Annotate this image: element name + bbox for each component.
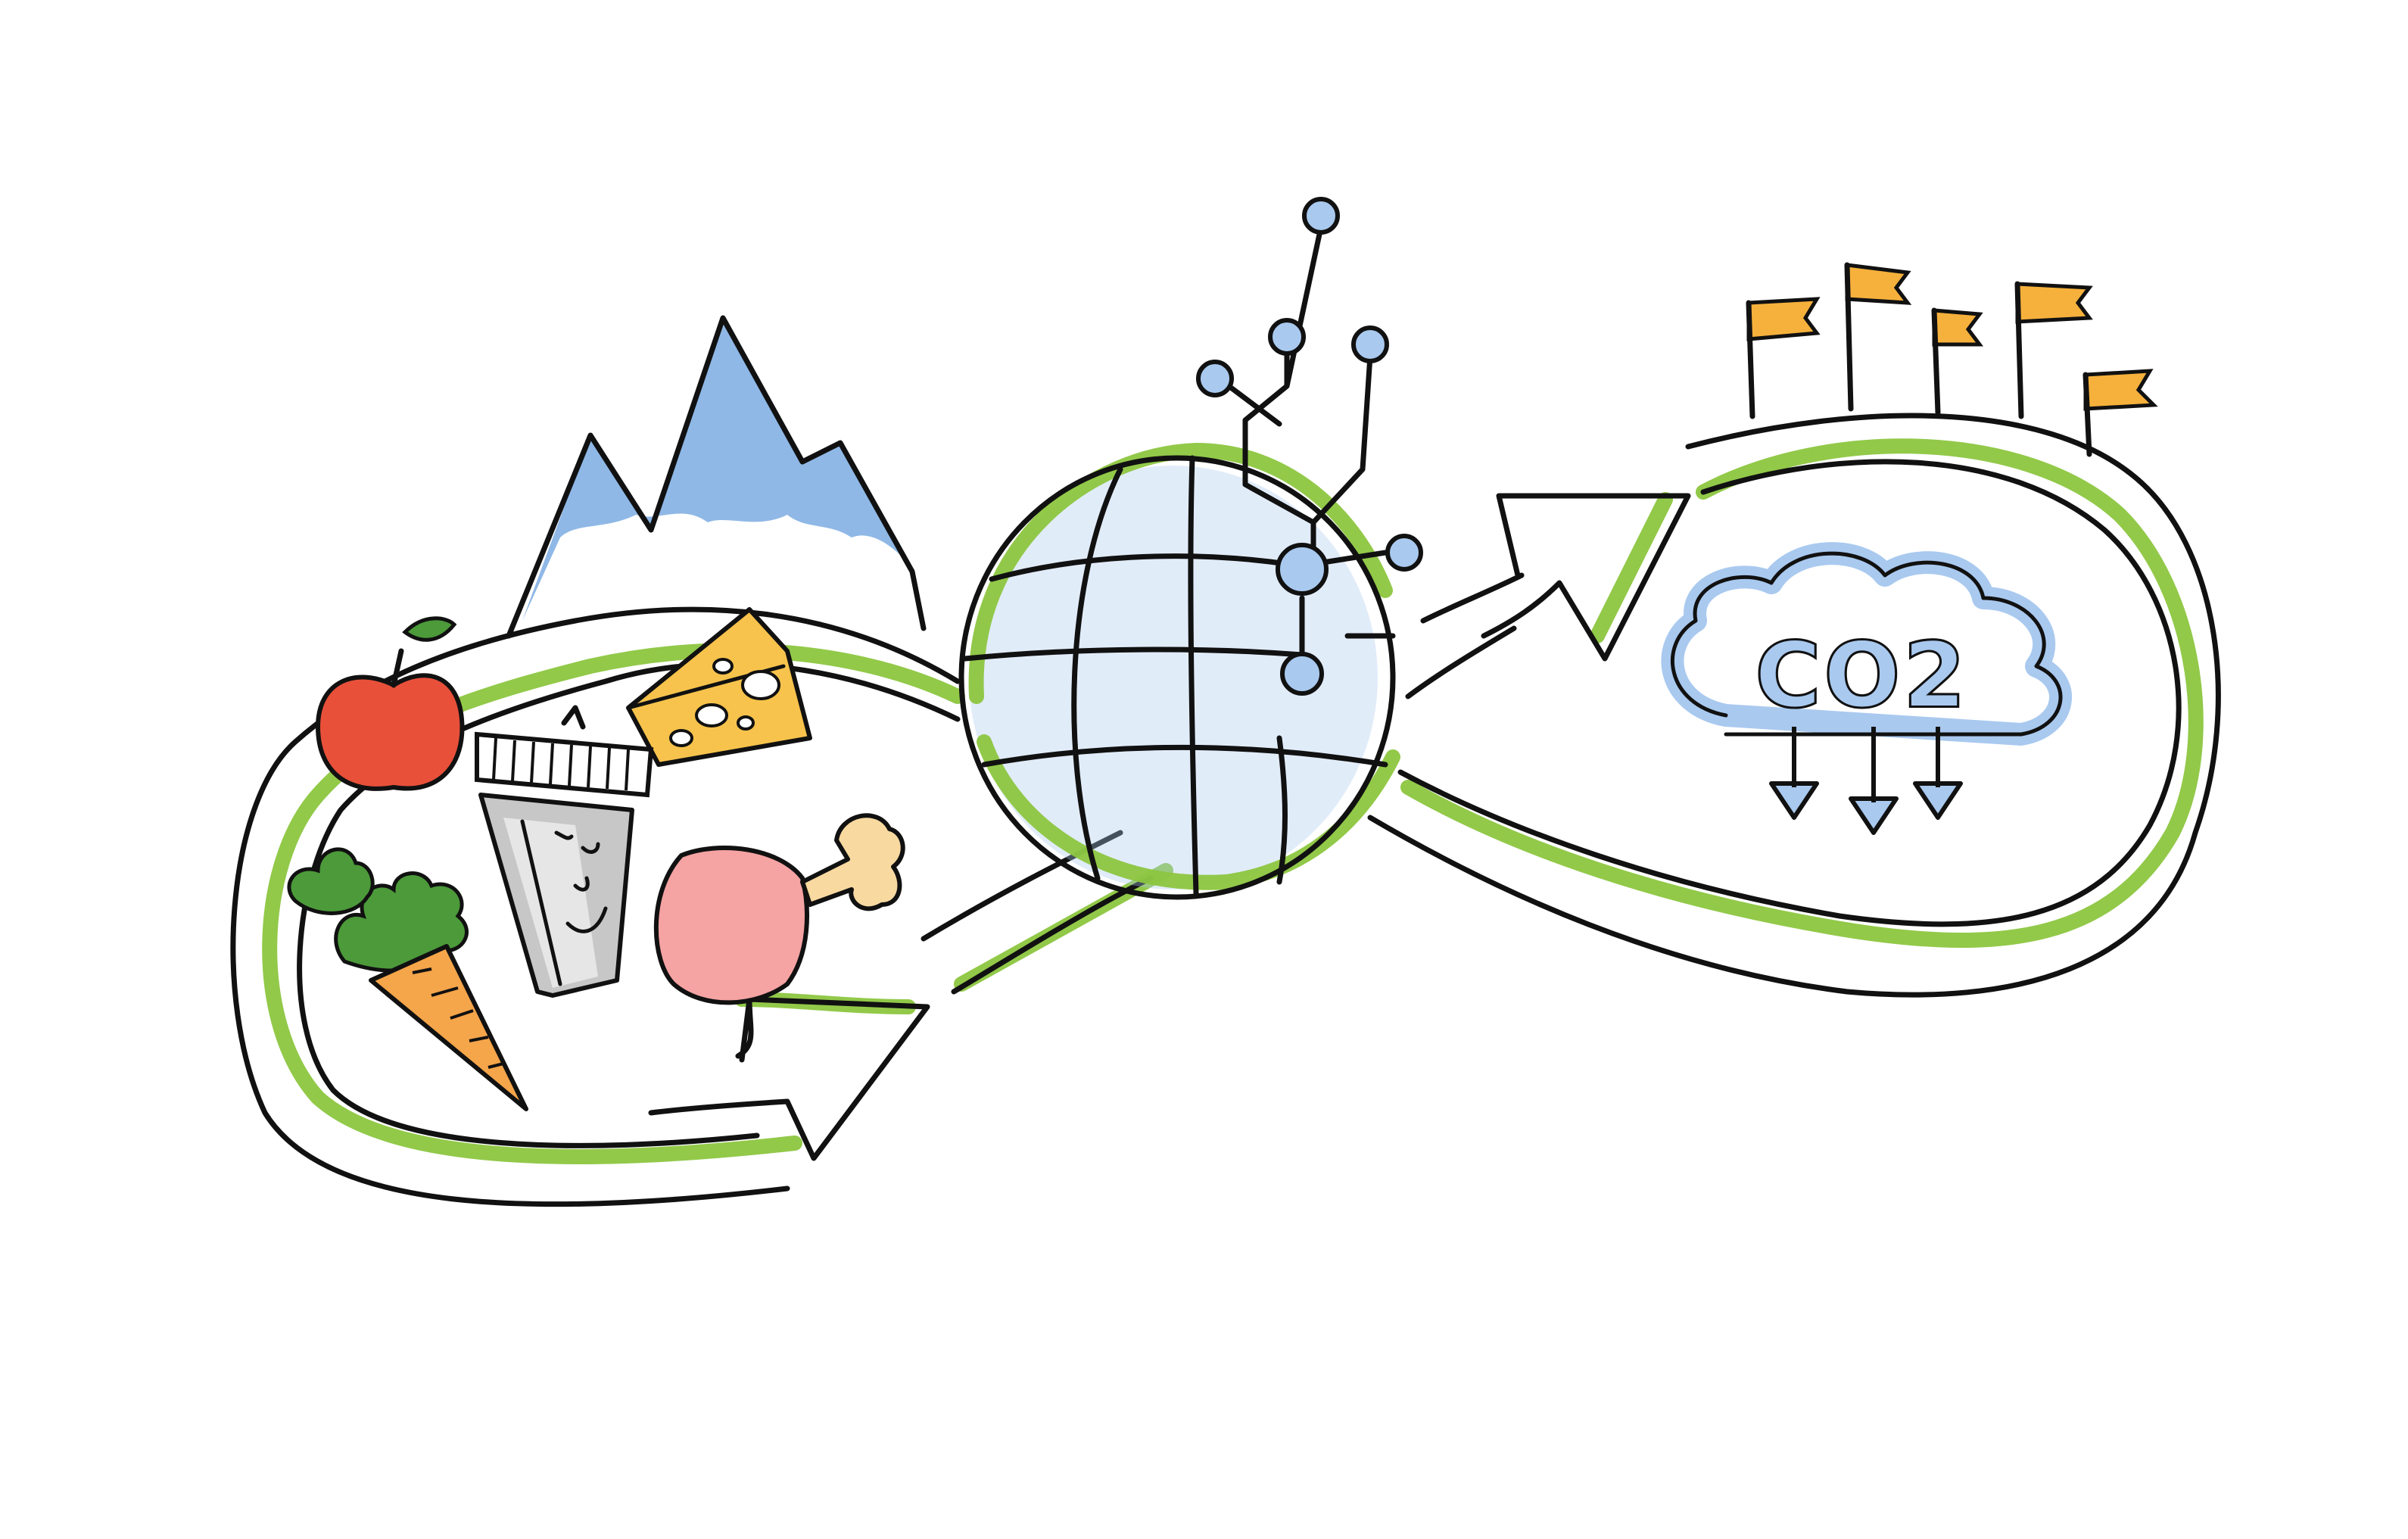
carrot-icon [287,847,528,1111]
co2-cloud-icon: CO2 [1661,542,2072,835]
flag-icon [1844,262,1912,412]
down-arrow-icon [1769,727,1819,820]
loop-arrow-icon [648,996,930,1161]
flag-icon [1746,297,1821,419]
flag-icon [1931,307,1983,416]
mountain-icon [506,315,927,639]
loop-arrow-icon [1481,493,1691,662]
flag-icon [2082,369,2158,457]
down-arrow-icon [1913,727,1963,820]
apple-icon [315,616,465,791]
right-loop [1367,413,2221,998]
circuit-icon [1196,197,1423,696]
globe-icon [958,443,1400,900]
flag-icon [2014,281,2093,419]
drumstick-icon [653,813,905,1005]
down-arrow-icon [1849,727,1899,835]
cheese-icon [626,607,812,767]
flags-group [1746,262,2158,457]
can-icon [475,705,654,998]
co2-label: CO2 [1755,623,1968,728]
